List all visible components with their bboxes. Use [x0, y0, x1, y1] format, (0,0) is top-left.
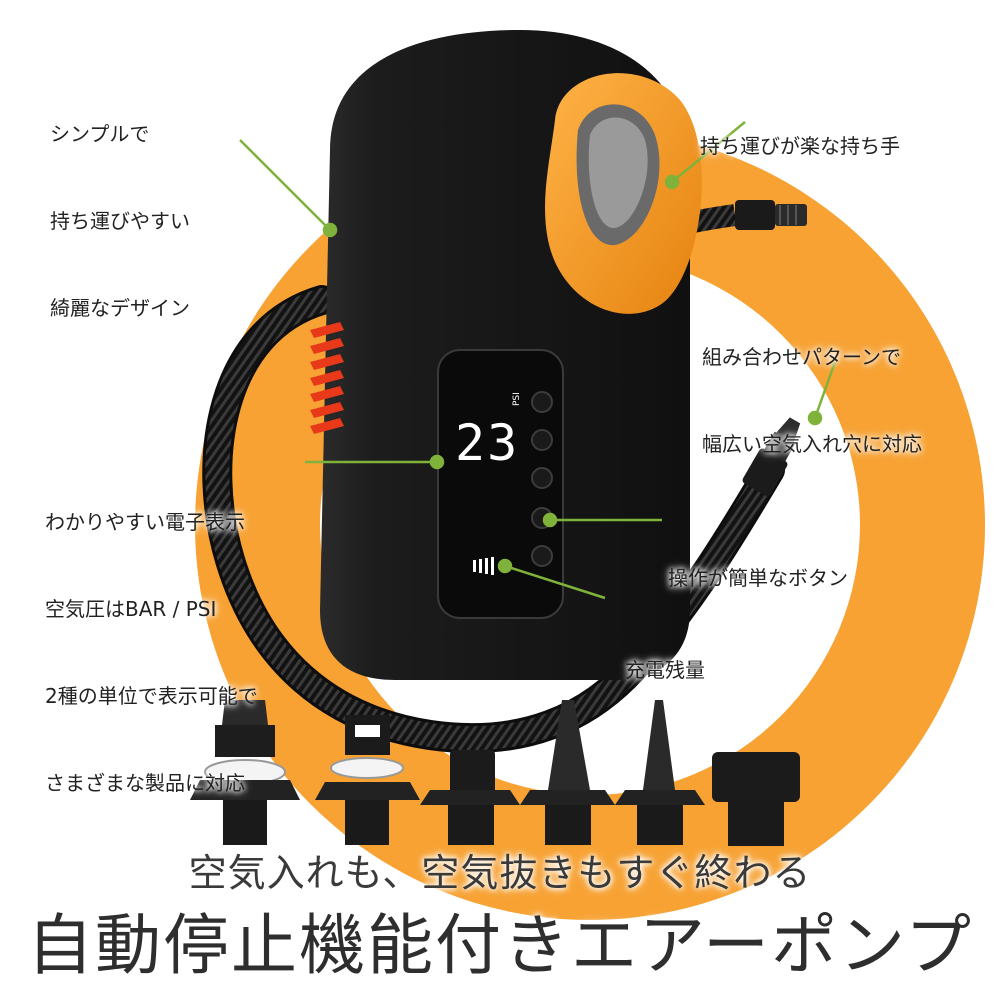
adapter-5 [615, 700, 705, 845]
adapter-set [190, 700, 800, 846]
callout-line: シンプルで [50, 122, 150, 146]
tagline: 空気入れも、空気抜きもすぐ終わる [188, 851, 812, 895]
callout-line: 2種の単位で表示可能で [45, 684, 258, 708]
display-reading: 23 [455, 414, 520, 472]
callout-nozzle: 組み合わせパターンで 幅広い空気入れ穴に対応 [702, 285, 922, 517]
side-connector [735, 200, 775, 230]
hose-nozzle [742, 417, 801, 497]
callout-line: 空気圧はBAR / PSI [45, 597, 217, 621]
headline-title: 自動停止機能付きエアーポンプ [26, 907, 974, 984]
callout-line: 操作が簡単なボタン [668, 566, 848, 590]
adapter-6 [712, 752, 800, 846]
leader-lines [239, 121, 837, 600]
callout-line: 充電残量 [625, 658, 705, 682]
adapter-3 [420, 750, 520, 845]
callout-line: 組み合わせパターンで [702, 345, 901, 369]
display-panel [437, 349, 564, 619]
callout-battery: 充電残量 [625, 598, 705, 743]
callout-handle: 持ち運びが楽な持ち手 [700, 74, 900, 219]
callout-line: わかりやすい電子表示 [45, 510, 245, 534]
display-unit: PSI [512, 392, 522, 406]
callout-line: さまざまな製品に対応 [45, 771, 245, 795]
adapter-2 [315, 715, 420, 845]
callout-buttons: 操作が簡単なボタン [668, 506, 848, 651]
callout-line: 持ち運びが楽な持ち手 [700, 134, 900, 158]
callout-design: シンプルで 持ち運びやすい 綺麗なデザイン [50, 62, 190, 381]
callout-line: 持ち運びやすい [50, 209, 190, 233]
vent-slots [310, 322, 344, 434]
battery-indicator [473, 557, 494, 575]
callout-line: 綺麗なデザイン [50, 296, 190, 320]
adapter-1 [190, 700, 300, 845]
callout-display: わかりやすい電子表示 空気圧はBAR / PSI 2種の単位で表示可能で さまざ… [45, 450, 258, 856]
adapter-4 [520, 700, 615, 845]
callout-line: 幅広い空気入れ穴に対応 [702, 432, 922, 456]
